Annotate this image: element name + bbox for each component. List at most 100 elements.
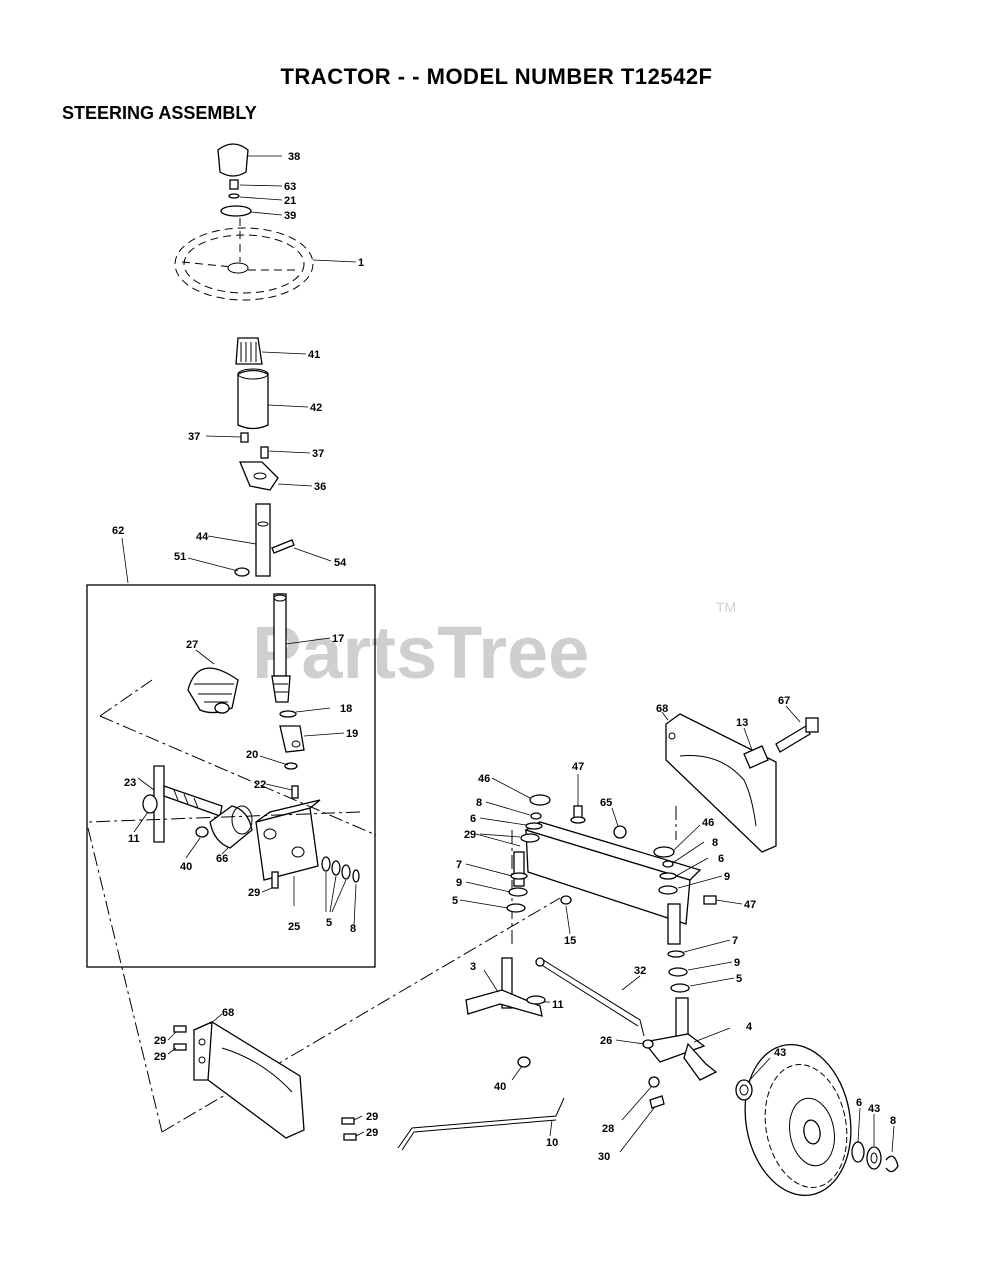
- callout-6-wheel: 6: [856, 1097, 862, 1109]
- sector-gear-27: [187, 649, 239, 714]
- callout-15: 15: [564, 935, 576, 947]
- cap-46-left: [491, 777, 551, 806]
- bolt-37-right: [260, 446, 311, 459]
- bolt-22: [265, 783, 299, 799]
- insert-39: [220, 205, 283, 217]
- callout-68-left: 68: [222, 1007, 234, 1019]
- callout-36: 36: [314, 481, 326, 493]
- callout-9-right-top: 9: [724, 871, 730, 883]
- callout-54: 54: [334, 557, 347, 569]
- washer-40-left: [185, 826, 209, 859]
- bolt-37-left: [205, 432, 249, 443]
- callout-32: 32: [634, 965, 646, 977]
- steering-shaft-44: [207, 503, 271, 577]
- screw-63: [229, 179, 283, 190]
- nut-11-left: [133, 794, 158, 833]
- washer-40-lower: [511, 1056, 531, 1081]
- drag-link-32: [535, 957, 645, 1037]
- callout-25: 25: [288, 921, 300, 933]
- callout-40-gearbox: 40: [180, 861, 192, 873]
- callout-37-right: 37: [312, 448, 324, 460]
- washer-6-left: [479, 817, 543, 830]
- bolt-15: [560, 895, 572, 935]
- washer-18: [279, 707, 331, 718]
- column-bracket-36: [239, 461, 313, 491]
- spacer-13: [743, 727, 769, 769]
- washer-8-left: [485, 801, 542, 820]
- callout-11-gearbox: 11: [128, 833, 140, 845]
- pinion-shaft-17: [271, 593, 331, 703]
- callout-6-right: 6: [718, 853, 724, 865]
- spindle-3: [465, 957, 550, 1017]
- tie-rod-10: [397, 1097, 565, 1151]
- callout-43-right: 43: [868, 1103, 880, 1115]
- callout-4: 4: [746, 1021, 753, 1033]
- callout-9-right-bottom: 9: [734, 957, 740, 969]
- washer-9-left-top: [479, 833, 540, 843]
- washer-20: [259, 755, 298, 770]
- callout-67: 67: [778, 695, 790, 707]
- callout-9-left-bottom: 9: [456, 877, 462, 889]
- bolt-29-gearbox: [261, 871, 279, 893]
- callout-5-gearbox: 5: [326, 917, 332, 929]
- callout-42: 42: [310, 402, 322, 414]
- washer-43-left: [735, 1057, 771, 1101]
- bolts-29-left: [167, 1025, 187, 1055]
- callout-10: 10: [546, 1137, 558, 1149]
- callout-38: 38: [288, 151, 300, 163]
- callout-7-left: 7: [456, 859, 462, 871]
- bolt-67: [775, 705, 819, 753]
- callout-5-right: 5: [736, 973, 742, 985]
- callout-46-right: 46: [702, 817, 714, 829]
- callout-5-left: 5: [452, 895, 458, 907]
- callout-3: 3: [470, 961, 476, 973]
- adapter-41: [235, 337, 307, 365]
- callout-41: 41: [308, 349, 320, 361]
- callout-66: 66: [216, 853, 228, 865]
- bushing-65: [611, 807, 627, 839]
- callout-23: 23: [124, 777, 136, 789]
- pivot-shaft-23: [137, 765, 223, 843]
- bolts-29-lower: [341, 1115, 365, 1141]
- callout-47-right: 47: [744, 899, 756, 911]
- callout-29-lower-bottom: 29: [366, 1127, 378, 1139]
- callout-9-left-top: 9: [470, 829, 476, 841]
- nut-26: [615, 1039, 654, 1049]
- callout-46-left: 46: [478, 773, 490, 785]
- cap-46-right: [653, 824, 701, 858]
- callout-40-lower: 40: [494, 1081, 506, 1093]
- bracket-25: [255, 799, 321, 906]
- callout-26: 26: [600, 1035, 612, 1047]
- callout-29-left-top: 29: [154, 1035, 166, 1047]
- right-spindle-4: [642, 997, 731, 1081]
- callout-43-left: 43: [774, 1047, 786, 1059]
- callout-17: 17: [332, 633, 344, 645]
- right-spindle-washers: [658, 841, 723, 895]
- callout-2: 2: [464, 829, 470, 841]
- callout-11-lower: 11: [552, 999, 564, 1011]
- callout-8-left: 8: [476, 797, 482, 809]
- callout-44: 44: [196, 531, 209, 543]
- bushing-19: [279, 725, 345, 753]
- watermark-text: PartsTree: [252, 611, 589, 694]
- frame-bracket-68-left: [193, 1013, 305, 1139]
- callout-29-left-bottom: 29: [154, 1051, 166, 1063]
- washers-5-8-gearbox: [321, 856, 360, 927]
- watermark-trademark: TM: [716, 599, 736, 615]
- pivot-28-30: [619, 1076, 665, 1153]
- steering-wheel-1: [174, 218, 357, 301]
- callout-13: 13: [736, 717, 748, 729]
- callout-20: 20: [246, 749, 258, 761]
- callout-65: 65: [600, 797, 612, 809]
- washer-21: [228, 193, 283, 201]
- bolt-47-right: [703, 895, 743, 905]
- callout-21: 21: [284, 195, 296, 207]
- callout-47-left: 47: [572, 761, 584, 773]
- callout-30: 30: [598, 1151, 610, 1163]
- callout-7-right: 7: [732, 935, 738, 947]
- callout-51: 51: [174, 551, 186, 563]
- callout-8-right: 8: [712, 837, 718, 849]
- callout-22: 22: [254, 779, 266, 791]
- callout-29-gearbox: 29: [248, 887, 260, 899]
